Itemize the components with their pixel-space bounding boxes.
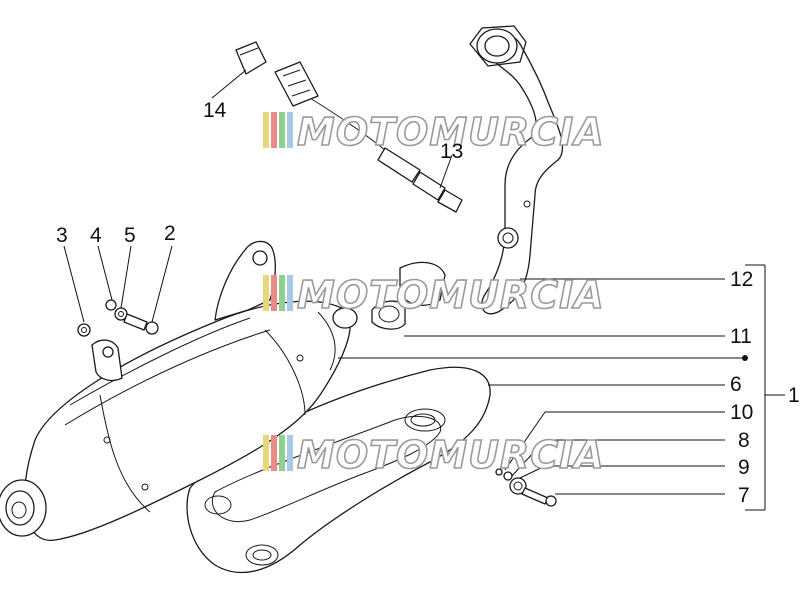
- watermark-stripe-1: [263, 275, 269, 311]
- callout-labels: 3 4 5 2 14 13 12 11 6 10 8 9 7 1: [56, 99, 800, 507]
- lambda-sensor: [299, 91, 463, 213]
- leader-lines: [63, 69, 785, 511]
- callout-14: 14: [203, 99, 227, 122]
- rubber-cap: [235, 41, 267, 75]
- callout-5: 5: [124, 224, 136, 247]
- muffler: [0, 240, 358, 541]
- callout-3: 3: [56, 224, 68, 247]
- callout-9: 9: [738, 456, 750, 479]
- watermark-logo-2: MOTOMURCIA: [263, 272, 605, 318]
- callout-12: 12: [730, 268, 753, 291]
- watermark-text-3: MOTOMURCIA: [297, 433, 605, 477]
- watermark-logo-3: MOTOMURCIA: [263, 432, 605, 478]
- clamp: [399, 261, 446, 306]
- watermark-stripe-4: [287, 275, 293, 311]
- fastener-group-right: [495, 468, 557, 507]
- exhaust-pipe: [469, 25, 564, 315]
- watermark-text-1: MOTOMURCIA: [297, 110, 605, 154]
- callout-11: 11: [730, 325, 752, 348]
- watermark-logo-1: MOTOMURCIA: [263, 109, 605, 155]
- sensor-connector: [274, 61, 319, 107]
- watermark-stripe-3: [279, 435, 285, 471]
- watermark-stripe-3: [279, 112, 285, 148]
- watermark-stripe-1: [263, 112, 269, 148]
- watermark-stripe-2: [271, 275, 277, 311]
- gasket: [371, 300, 406, 330]
- watermark-text-2: MOTOMURCIA: [297, 273, 605, 317]
- callout-6: 6: [730, 373, 742, 396]
- watermark-stripe-4: [287, 435, 293, 471]
- watermark-stripe-4: [287, 112, 293, 148]
- callout-4: 4: [90, 224, 102, 247]
- watermark-stripe-1: [263, 435, 269, 471]
- fastener-group-left: [77, 299, 159, 337]
- watermark-stripe-2: [271, 435, 277, 471]
- callout-10: 10: [730, 401, 753, 424]
- callout-2: 2: [164, 222, 176, 245]
- watermark: MOTOMURCIA MOTOMURCIA MOTOMURCIA: [263, 109, 605, 478]
- callout-13: 13: [440, 140, 463, 163]
- watermark-stripe-3: [279, 275, 285, 311]
- watermark-stripe-2: [271, 112, 277, 148]
- heat-shield: [186, 366, 491, 574]
- callout-8: 8: [738, 429, 750, 452]
- callout-1: 1: [788, 384, 800, 407]
- callout-7: 7: [738, 484, 750, 507]
